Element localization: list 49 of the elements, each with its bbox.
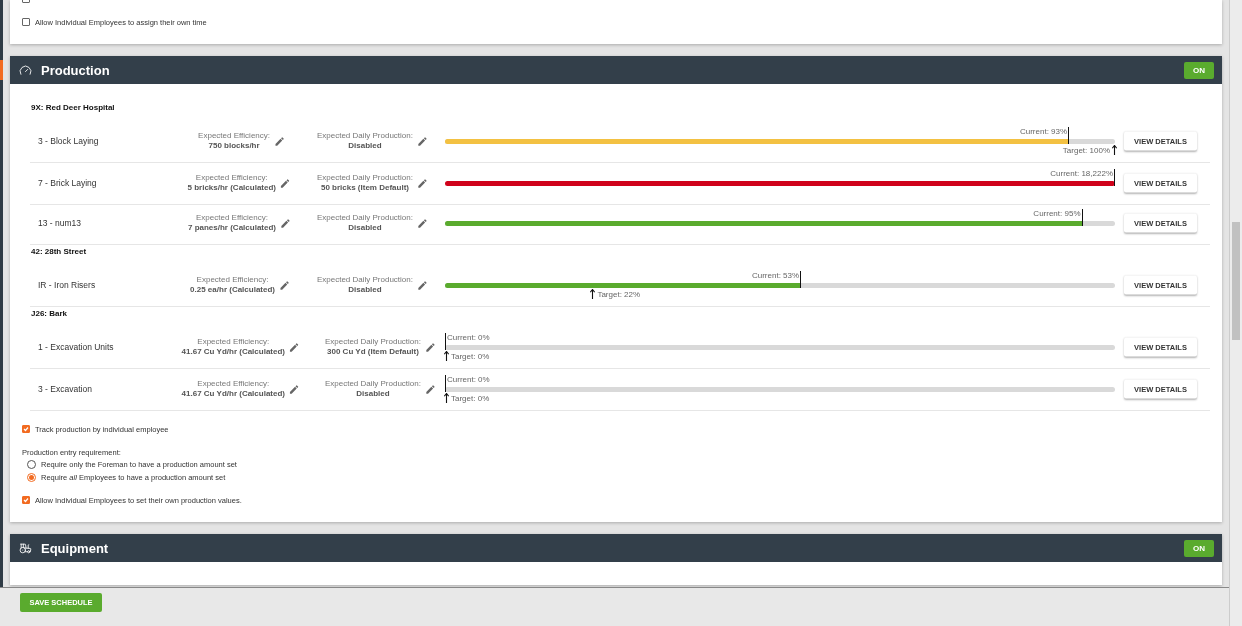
field-label: Expected Efficiency: — [195, 213, 269, 223]
target-label: Target: 0% — [451, 394, 490, 403]
field-value: Disabled — [347, 223, 383, 233]
field-label: Expected Daily Production: — [324, 337, 421, 347]
field-label: Expected Daily Production: — [316, 173, 413, 183]
field-label: Expected Daily Production: — [316, 131, 413, 141]
current-value-label: Current: 0% — [447, 375, 490, 384]
field-label: Expected Efficiency: — [198, 131, 270, 141]
current-value-label: Current: 0% — [447, 333, 490, 342]
on-toggle-button: ON — [1184, 539, 1214, 557]
field-value: 5 bricks/hr (Calculated) — [187, 183, 276, 193]
job-heading: 9X: Red Deer Hospital — [31, 102, 115, 112]
field-value: Disabled — [355, 389, 391, 399]
section-panel — [10, 534, 1222, 585]
task-name: 7 - Brick Laying — [38, 178, 97, 188]
task-name: IR - Iron Risers — [38, 280, 96, 290]
section-panel — [10, 56, 1222, 522]
current-value-label: Current: 18,222% — [1050, 169, 1113, 178]
target-label: Target: 100% — [1062, 146, 1110, 155]
field-value: Disabled — [347, 141, 383, 151]
current-value-label: Current: 93% — [1019, 127, 1068, 136]
field-value: 300 Cu Yd (Item Default) — [326, 347, 420, 357]
field-value: Disabled — [347, 285, 383, 295]
field-value: 41.67 Cu Yd/hr (Calculated) — [181, 347, 285, 357]
field-value: 750 blocks/hr — [207, 141, 261, 151]
field-label: Expected Efficiency: — [194, 173, 269, 183]
task-name: 1 - Excavation Units — [38, 342, 114, 352]
section-title: Equipment — [41, 540, 110, 556]
field-value: 7 panes/hr (Calculated) — [187, 223, 276, 233]
field-label: Expected Daily Production: — [316, 275, 413, 285]
section-title: Production — [41, 62, 111, 78]
field-label: Expected Efficiency: — [196, 337, 271, 347]
job-heading: 42: 28th Street — [31, 246, 87, 256]
field-value: 41.67 Cu Yd/hr (Calculated) — [181, 389, 285, 399]
field-label: Expected Efficiency: — [195, 275, 270, 285]
field-label: Expected Efficiency: — [196, 379, 271, 389]
job-heading: J26: Bark — [31, 308, 68, 318]
target-label: Target: 22% — [597, 290, 641, 299]
current-value-label: Current: 95% — [1033, 209, 1081, 218]
field-label: Expected Daily Production: — [316, 213, 413, 223]
task-name: 3 - Block Laying — [38, 136, 99, 146]
task-name: 13 - num13 — [38, 218, 81, 228]
on-toggle-button: ON — [1184, 61, 1214, 79]
field-value: 50 bricks (Item Default) — [319, 183, 410, 193]
target-label: Target: 0% — [451, 352, 490, 361]
current-value-label: Current: 53% — [751, 271, 800, 280]
field-label: Expected Daily Production: — [324, 379, 421, 389]
task-name: 3 - Excavation — [38, 384, 92, 394]
field-value: 0.25 ea/hr (Calculated) — [190, 285, 275, 295]
